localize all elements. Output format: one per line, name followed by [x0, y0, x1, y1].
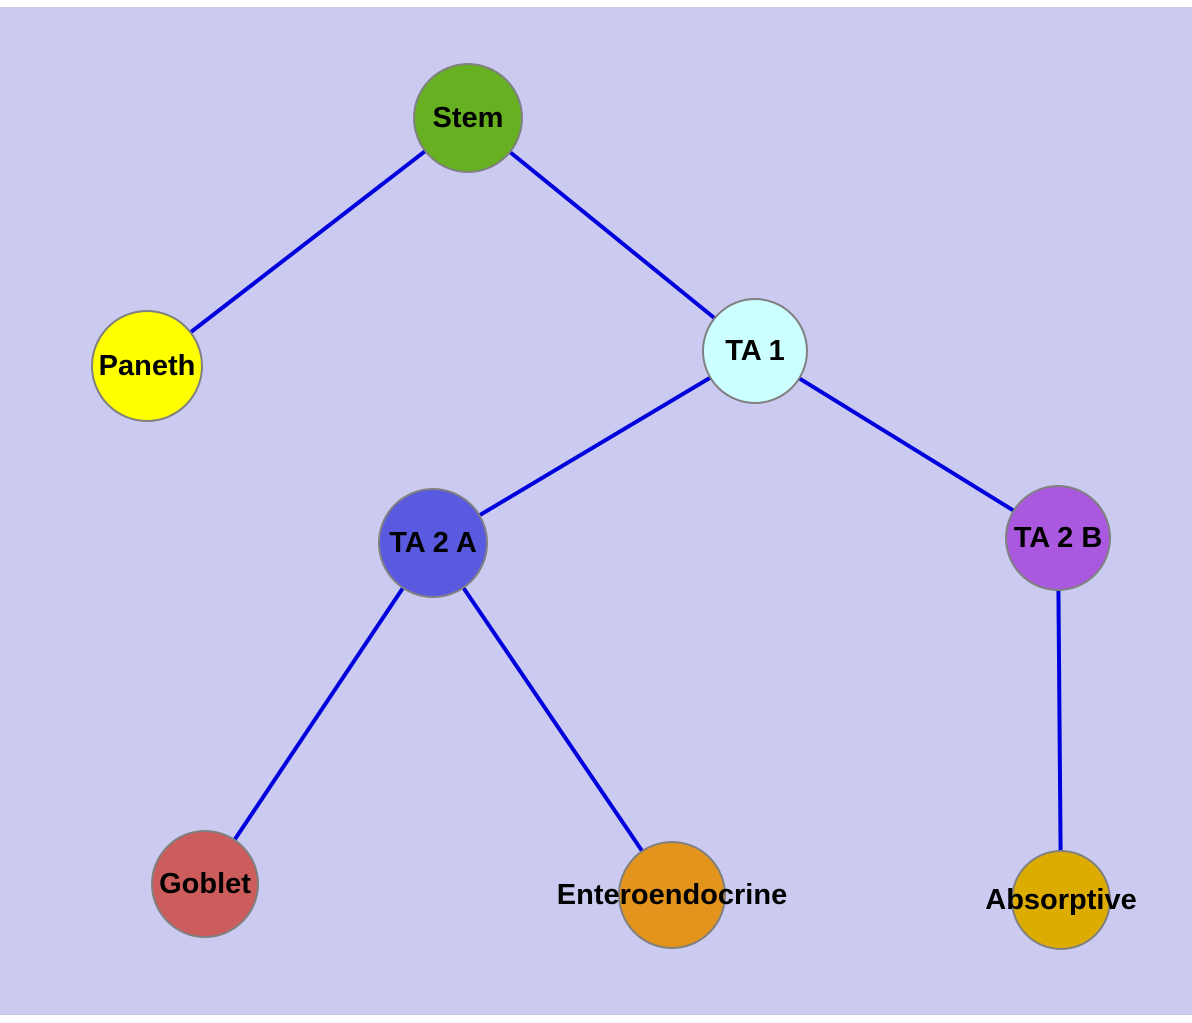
node-ta-1[interactable]: TA 1: [702, 298, 808, 404]
edge-stem-to-paneth: [145, 116, 470, 368]
node-circle-paneth[interactable]: [91, 310, 203, 422]
node-circle-absorptive[interactable]: [1011, 850, 1111, 950]
node-circle-stem[interactable]: [413, 63, 523, 173]
edge-stem-to-ta-1: [466, 116, 757, 353]
node-circle-ta-2-b[interactable]: [1005, 485, 1111, 591]
edge-ta-2-a-to-enteroendocrine: [431, 541, 674, 897]
edge-ta-1-to-ta-2-a: [431, 349, 757, 545]
edge-ta-2-a-to-goblet: [203, 541, 435, 886]
node-ta-2-a[interactable]: TA 2 A: [378, 488, 488, 598]
node-circle-ta-1[interactable]: [702, 298, 808, 404]
node-paneth[interactable]: Paneth: [91, 310, 203, 422]
node-circle-ta-2-a[interactable]: [378, 488, 488, 598]
edges-layer: [145, 116, 1063, 901]
node-circle-goblet[interactable]: [151, 830, 259, 938]
node-stem[interactable]: Stem: [413, 63, 523, 173]
node-ta-2-b[interactable]: TA 2 B: [1005, 485, 1111, 591]
node-goblet[interactable]: Goblet: [151, 830, 259, 938]
edge-ta-2-b-to-absorptive: [1056, 537, 1063, 901]
edge-ta-1-to-ta-2-b: [753, 349, 1060, 540]
node-circle-enteroendocrine[interactable]: [618, 841, 726, 949]
